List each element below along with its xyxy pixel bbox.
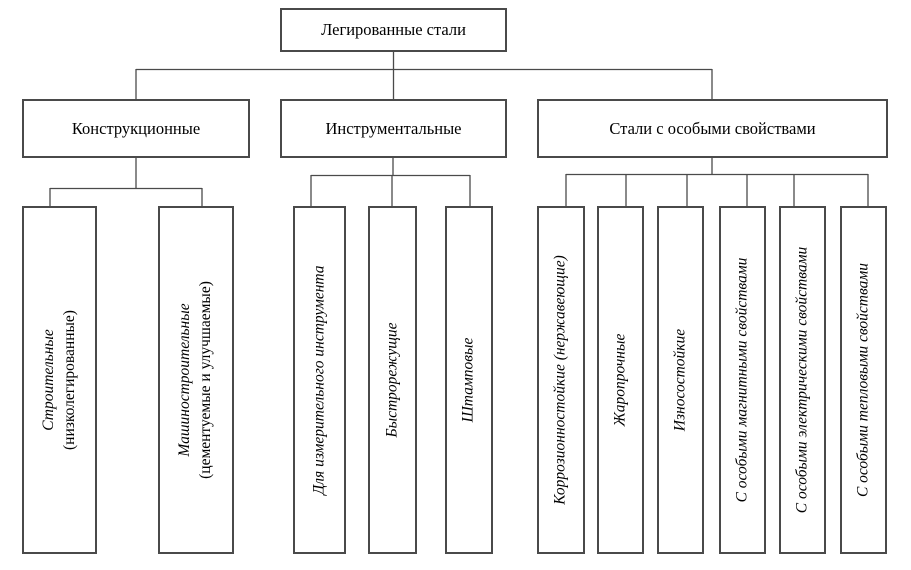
leaf-node-label: Машиностроительные xyxy=(176,303,194,457)
branch-node-tool-steels: Инструментальные xyxy=(280,99,507,158)
leaf-node-label: Штамповые xyxy=(459,337,477,423)
vertical-text: С особыми магнитными свойствами xyxy=(732,208,753,552)
leaf-node-label: Быстрорежущие xyxy=(383,322,401,438)
vertical-text: Штамповые xyxy=(459,208,480,552)
leaf-node-label: С особыми тепловыми свойствами xyxy=(854,262,872,498)
leaf-node-heat-resistant-steels: Жаропрочные xyxy=(597,206,644,554)
leaf-node-magnetic-property-steels: С особыми магнитными свойствами xyxy=(719,206,766,554)
root-node-label: Легированные стали xyxy=(321,20,466,39)
leaf-node-label: С особыми магнитными свойствами xyxy=(733,257,751,503)
branch-node-label: Конструкционные xyxy=(71,118,201,138)
leaf-node-die-steels: Штамповые xyxy=(445,206,493,554)
leaf-node-label: Для измерительного инструмента xyxy=(310,265,328,495)
leaf-node-label: Жаропрочные xyxy=(611,333,629,427)
leaf-node-high-speed-steels: Быстрорежущие xyxy=(368,206,417,554)
vertical-text: Для измерительного инструмента xyxy=(309,208,330,552)
leaf-node-sublabel: (низколегированные) xyxy=(60,310,78,450)
branch-node-special-property-steels: Стали с особыми свойствами xyxy=(537,99,888,158)
vertical-text: Износостойкие xyxy=(670,208,691,552)
vertical-text: Жаропрочные xyxy=(610,208,631,552)
leaf-node-label: Коррозионностойкие (нержавеющие) xyxy=(551,255,569,505)
leaf-node-corrosion-resistant-steels: Коррозионностойкие (нержавеющие) xyxy=(537,206,585,554)
leaf-node-label: Строительные xyxy=(39,329,57,431)
leaf-node-label: С особыми электрическими свойствами xyxy=(793,246,811,514)
leaf-node-label: Износостойкие xyxy=(671,328,689,432)
vertical-text: Коррозионностойкие (нержавеющие) xyxy=(551,208,572,552)
vertical-text: С особыми электрическими свойствами xyxy=(792,208,813,552)
leaf-node-electrical-property-steels: С особыми электрическими свойствами xyxy=(779,206,826,554)
vertical-text: Строительные (низколегированные) xyxy=(39,208,81,552)
leaf-node-machine-building-steels: Машиностроительные (цементуемые и улучша… xyxy=(158,206,234,554)
branch-node-structural-steels: Конструкционные xyxy=(22,99,250,158)
branch-node-label: Инструментальные xyxy=(325,118,462,138)
leaf-node-thermal-property-steels: С особыми тепловыми свойствами xyxy=(840,206,887,554)
leaf-node-measuring-tool-steels: Для измерительного инструмента xyxy=(293,206,346,554)
leaf-node-wear-resistant-steels: Износостойкие xyxy=(657,206,704,554)
branch-node-label: Стали с особыми свойствами xyxy=(609,118,816,138)
root-node-alloyed-steels: Легированные стали xyxy=(280,8,507,52)
leaf-node-sublabel: (цементуемые и улучшаемые) xyxy=(197,281,214,479)
vertical-text: Машиностроительные (цементуемые и улучша… xyxy=(175,208,217,552)
vertical-text: С особыми тепловыми свойствами xyxy=(853,208,874,552)
vertical-text: Быстрорежущие xyxy=(382,208,403,552)
leaf-node-building-steels: Строительные (низколегированные) xyxy=(22,206,97,554)
